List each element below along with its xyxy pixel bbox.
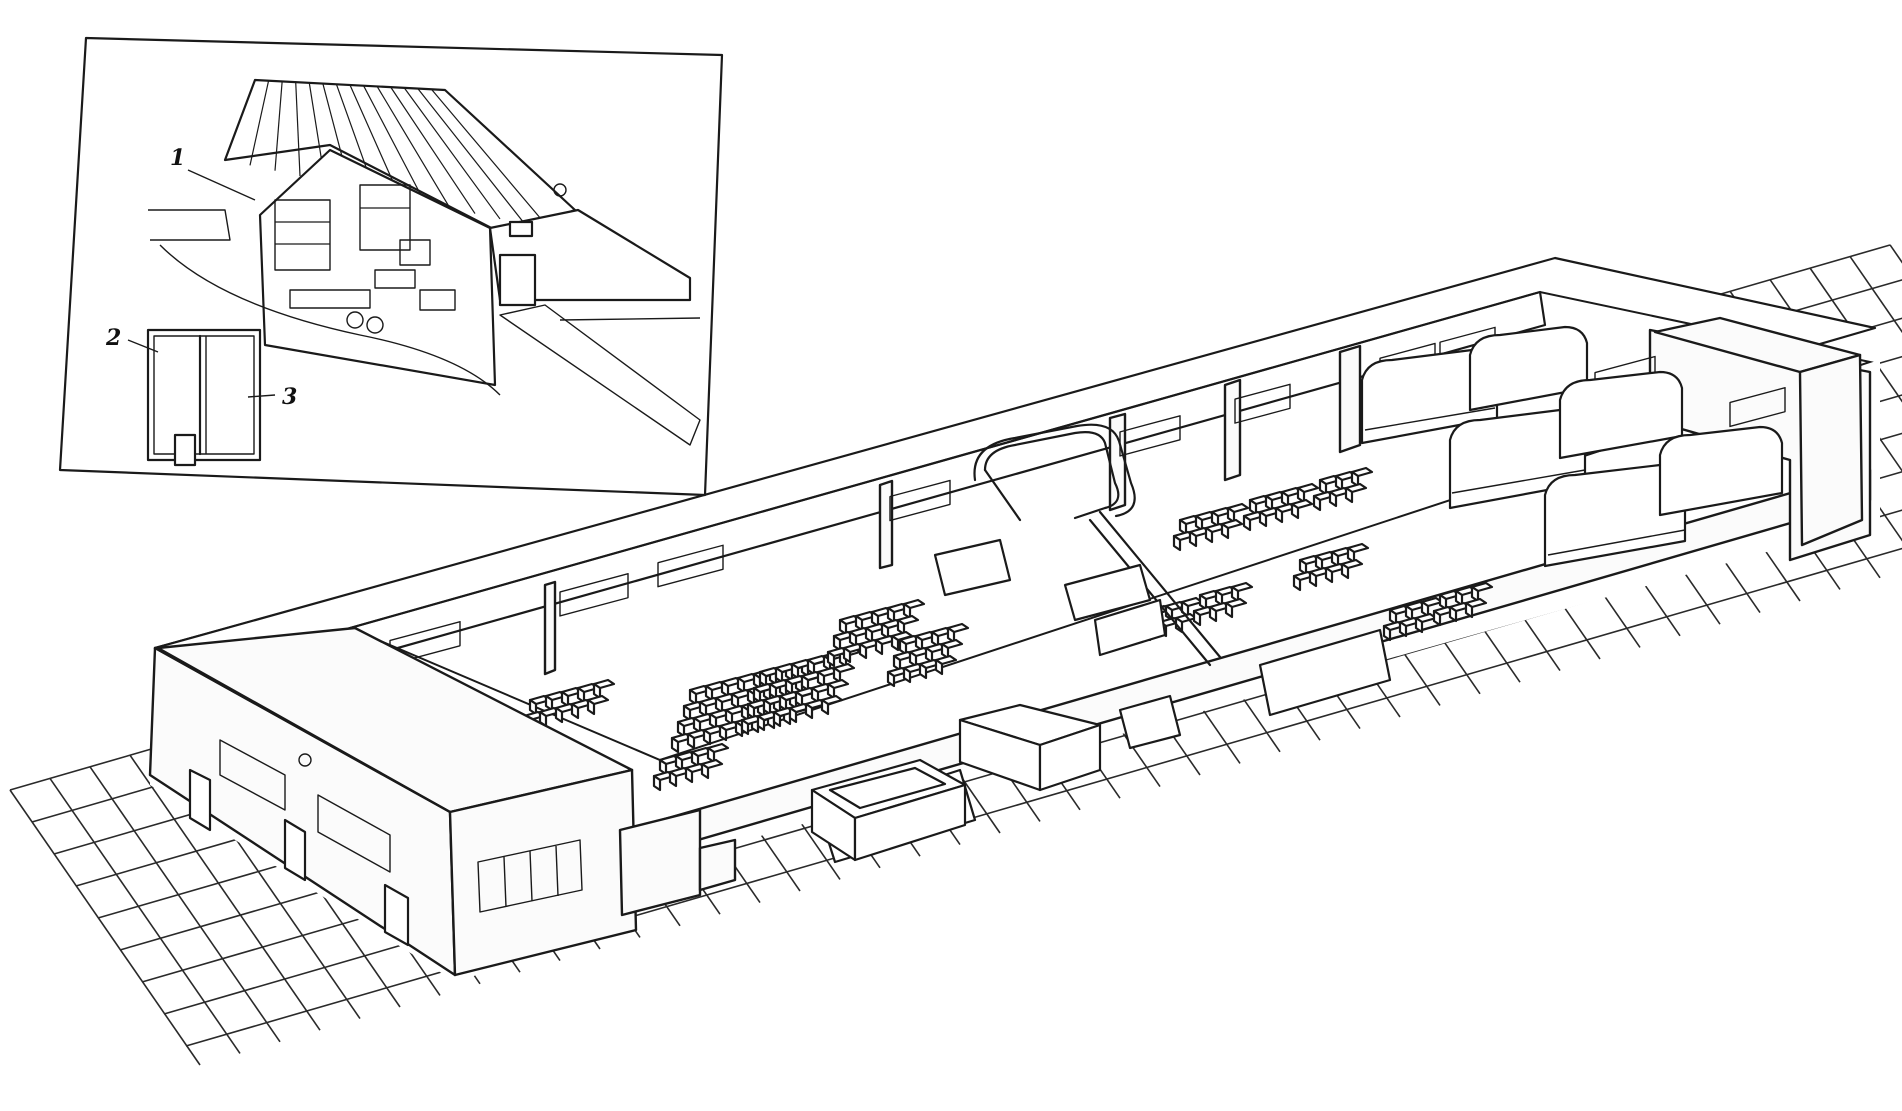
box-side bbox=[756, 714, 766, 732]
box-side bbox=[1242, 514, 1252, 532]
box-side bbox=[902, 666, 912, 684]
box-side bbox=[1414, 616, 1424, 634]
box-side bbox=[1382, 624, 1392, 642]
conveyor bbox=[973, 423, 1222, 667]
callout-1-leader bbox=[187, 169, 256, 201]
callout-2: 2 bbox=[105, 325, 121, 351]
box-side bbox=[670, 736, 680, 754]
inset-shelving bbox=[274, 184, 456, 334]
office-window-3 bbox=[477, 839, 583, 913]
box-side bbox=[1220, 522, 1230, 540]
box-side bbox=[1274, 506, 1284, 524]
box-side bbox=[1328, 490, 1338, 508]
box-side bbox=[1448, 605, 1458, 623]
office-door-2 bbox=[283, 818, 307, 882]
box-side bbox=[586, 698, 596, 716]
box-side bbox=[820, 698, 830, 716]
box-side bbox=[570, 702, 580, 720]
box-side bbox=[1204, 526, 1214, 544]
box-side bbox=[1344, 486, 1354, 504]
box-side bbox=[874, 638, 884, 656]
inset-panel: 1 2 3 bbox=[58, 36, 724, 497]
callout-3-leader bbox=[247, 394, 276, 398]
inset-sign bbox=[508, 220, 534, 238]
inset-door bbox=[498, 253, 537, 307]
box-side bbox=[890, 634, 900, 652]
box-side bbox=[788, 706, 798, 724]
box-side bbox=[740, 718, 750, 736]
office-door-3 bbox=[383, 883, 410, 947]
box-side bbox=[1208, 605, 1218, 623]
box-side bbox=[858, 642, 868, 660]
inset-ground bbox=[159, 244, 501, 396]
inset-floor-plan bbox=[146, 328, 262, 467]
partitions bbox=[543, 344, 1362, 676]
end-office-front bbox=[1798, 353, 1864, 547]
truck-2 bbox=[1468, 325, 1589, 412]
callout-1: 1 bbox=[170, 145, 185, 171]
box-side bbox=[1464, 601, 1474, 619]
box-side bbox=[772, 710, 782, 728]
office-door-1 bbox=[188, 768, 212, 832]
box-side bbox=[734, 720, 744, 738]
box-side bbox=[1224, 601, 1234, 619]
box-side bbox=[826, 650, 836, 668]
box-side bbox=[1172, 534, 1182, 552]
inset-vent bbox=[553, 183, 567, 197]
box-side bbox=[886, 670, 896, 688]
box-side bbox=[686, 732, 696, 750]
box-side bbox=[668, 770, 678, 788]
truck-4 bbox=[1558, 370, 1684, 460]
office-side-face bbox=[448, 768, 638, 977]
office-window-1 bbox=[219, 739, 286, 811]
box-side bbox=[1290, 502, 1300, 520]
office-block bbox=[148, 626, 737, 977]
box-side bbox=[652, 774, 662, 792]
inset-path bbox=[499, 304, 701, 446]
main-building bbox=[153, 256, 1877, 864]
box-side bbox=[1432, 609, 1442, 627]
box-side bbox=[842, 646, 852, 664]
box-side bbox=[918, 662, 928, 680]
inset-cutaway bbox=[258, 148, 497, 387]
box-side bbox=[1188, 530, 1198, 548]
box-side bbox=[1292, 574, 1302, 592]
box-side bbox=[700, 762, 710, 780]
box-side bbox=[684, 766, 694, 784]
box-side bbox=[1398, 620, 1408, 638]
side-annex bbox=[618, 808, 702, 917]
box-side bbox=[1340, 562, 1350, 580]
office-vent bbox=[298, 753, 312, 767]
box-stacks bbox=[522, 466, 1494, 792]
box-side bbox=[702, 728, 712, 746]
roof-hatching bbox=[224, 79, 551, 231]
box-side bbox=[1312, 494, 1322, 512]
truck-6 bbox=[1658, 425, 1784, 517]
shipping-counter bbox=[810, 758, 967, 862]
box-side bbox=[934, 658, 944, 676]
office-window-2 bbox=[317, 794, 391, 873]
callout-3: 3 bbox=[282, 384, 297, 410]
box-side bbox=[1308, 570, 1318, 588]
inset-gable bbox=[488, 208, 692, 302]
truck-bays bbox=[1360, 325, 1784, 568]
box-side bbox=[1192, 609, 1202, 627]
callout-2-leader bbox=[127, 339, 159, 353]
box-side bbox=[1324, 566, 1334, 584]
box-side bbox=[554, 706, 564, 724]
box-side bbox=[804, 702, 814, 720]
box-side bbox=[1258, 510, 1268, 528]
box-side bbox=[718, 724, 728, 742]
